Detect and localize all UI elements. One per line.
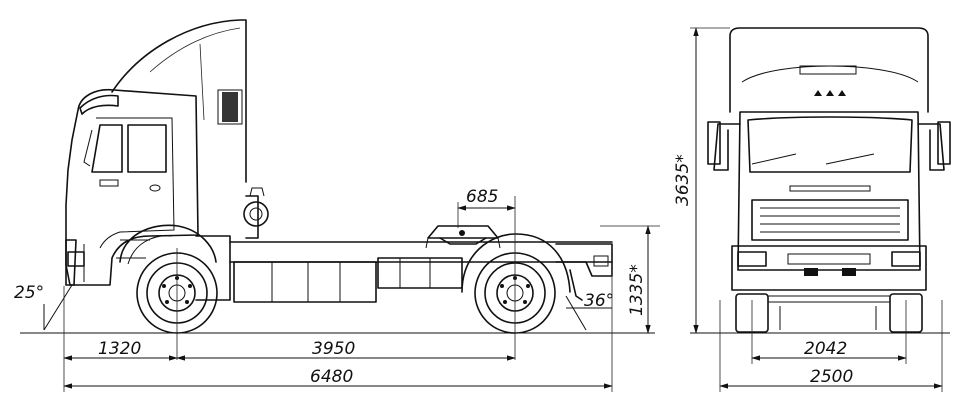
departure-angle-label: 36°: [584, 291, 614, 311]
overall-width-label: 2500: [810, 367, 853, 387]
fifth-wheel-offset-dimension: 685: [457, 187, 516, 228]
side-view: 25° 36° 685 1335* 1320 3950: [14, 19, 660, 392]
length-dimensions: 1320 3950 6480: [63, 270, 613, 392]
overall-length-label: 6480: [310, 367, 353, 387]
front-overhang-label: 1320: [98, 339, 141, 359]
rear-wheel: [461, 233, 583, 334]
overall-height-label: 3635*: [673, 154, 693, 206]
air-cleaner: [243, 187, 269, 239]
fifth-wheel: [425, 225, 501, 249]
track-dimension: 2042: [751, 300, 907, 364]
cab: [65, 19, 247, 286]
approach-angle-label: 25°: [14, 283, 44, 303]
overall-width-dimension: 2500: [719, 300, 943, 392]
overall-height-dimension: 3635*: [673, 27, 730, 334]
fifth-wheel-height-dimension: 1335*: [600, 225, 660, 334]
chassis-frame: [195, 235, 613, 303]
front-view: 3635* 2042 2500: [673, 27, 951, 392]
wheelbase-label: 3950: [312, 339, 355, 359]
approach-angle: 25°: [14, 283, 73, 331]
fifth-wheel-height-label: 1335*: [627, 264, 647, 316]
fifth-wheel-offset-label: 685: [466, 187, 498, 207]
track-label: 2042: [804, 339, 847, 359]
departure-angle: 36°: [565, 291, 614, 331]
